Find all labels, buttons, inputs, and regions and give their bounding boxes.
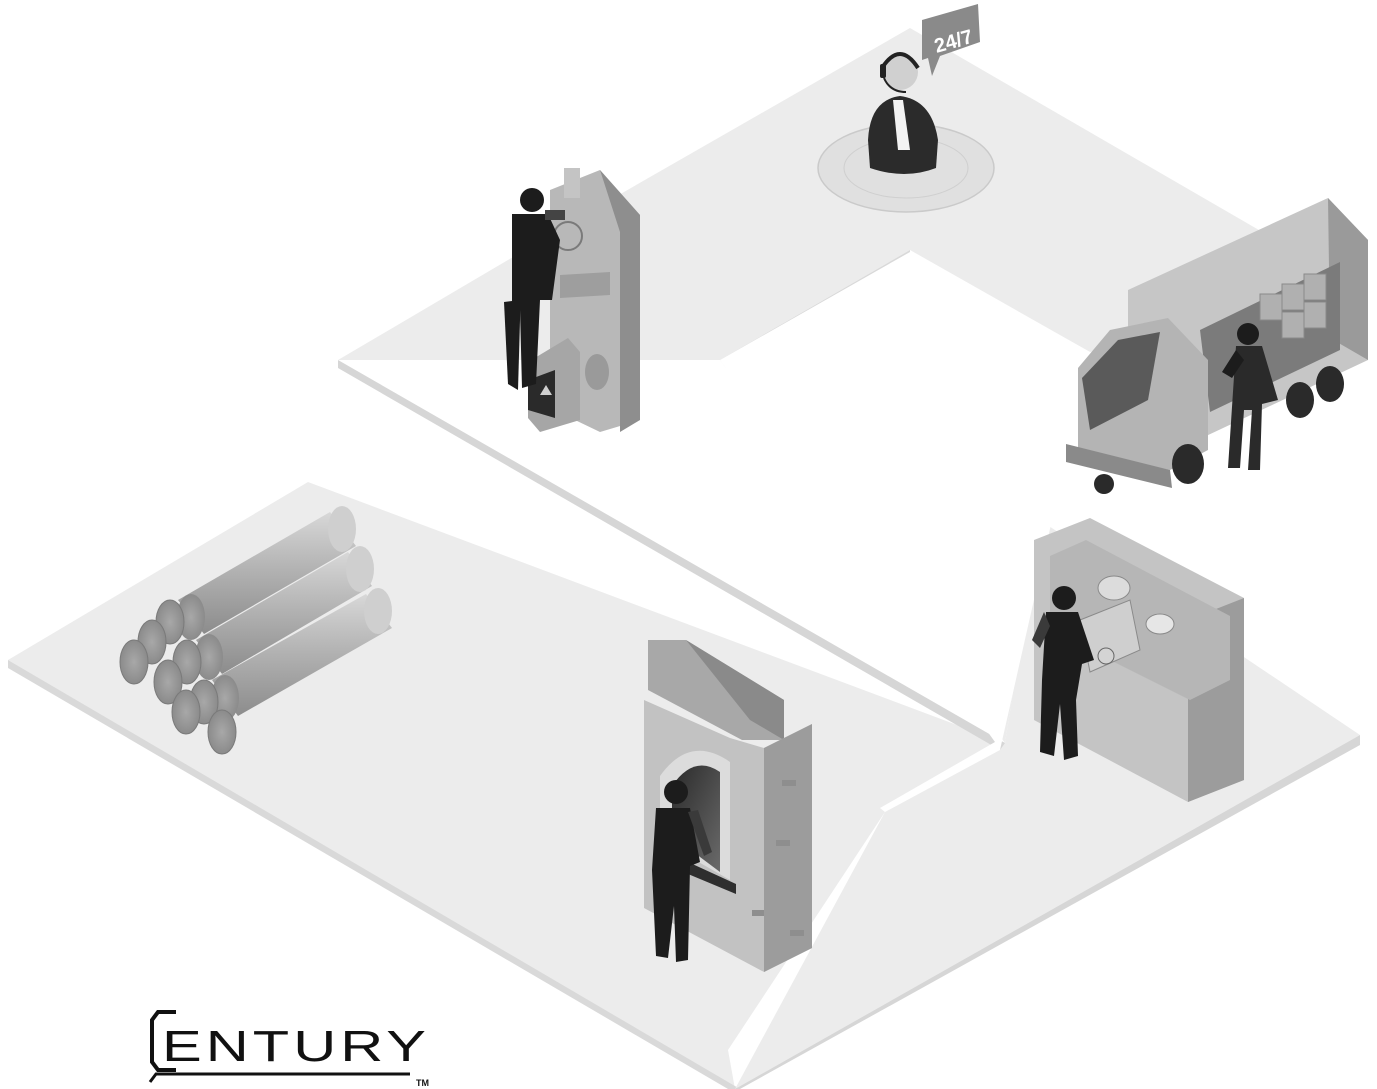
logo-wordmark: ENTURY <box>162 1022 430 1071</box>
logo-trademark: TM <box>416 1078 429 1088</box>
brand-logo: ENTURY TM <box>150 1012 430 1088</box>
